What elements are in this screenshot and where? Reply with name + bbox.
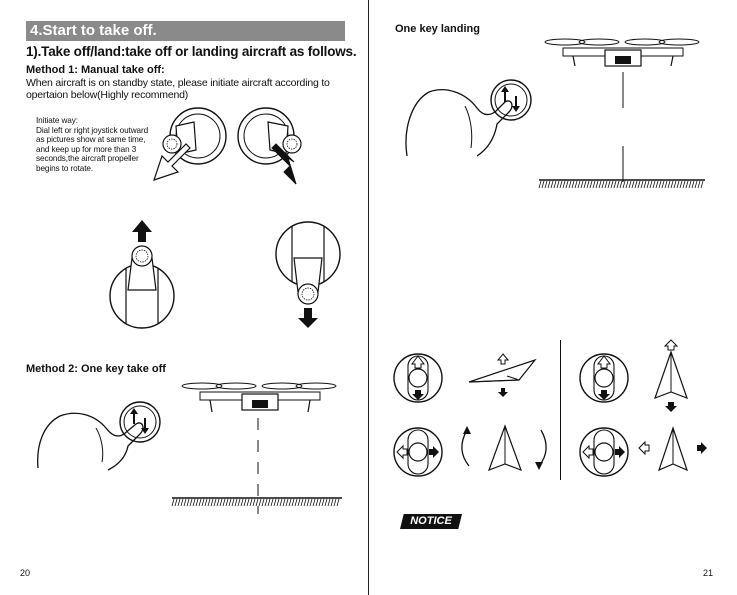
instruction-line: and keep up for more than 3: [36, 144, 137, 154]
drone-landing-illustration: [544, 38, 700, 182]
method1-text-line2: opertaion below(Highly recommend): [26, 89, 189, 101]
method2-title: Method 2: One key take off: [26, 363, 166, 375]
diagram-column-divider: [560, 340, 561, 480]
drone-takeoff-illustration: [181, 382, 337, 514]
joystick-down-illustration: [275, 221, 341, 328]
stick-vertical-illustration-2: [579, 353, 629, 403]
plane-yaw-illustration: [461, 424, 547, 472]
instruction-line: begins to rotate.: [36, 163, 94, 173]
right-joystick-outward-illustration: [237, 107, 302, 185]
stick-horizontal-illustration: [393, 427, 443, 477]
stick-horizontal-illustration-2: [579, 427, 629, 477]
joystick-up-illustration: [109, 220, 175, 329]
notice-badge: NOTICE: [400, 514, 462, 529]
stick-vertical-illustration: [393, 353, 443, 403]
plane-roll-illustration: [638, 426, 707, 472]
takeoff-land-subtitle: 1).Take off/land:take off or landing air…: [26, 44, 357, 59]
initiate-instructions: Initiate way: Dial left or right joystic…: [36, 116, 148, 174]
ground-line-landing: [538, 179, 705, 189]
hand-press-takeoff-illustration: [37, 401, 161, 471]
instruction-line: Dial left or right joystick outward: [36, 125, 149, 135]
instruction-line: Initiate way:: [36, 116, 78, 125]
left-page: 4.Start to take off. 1).Take off/land:ta…: [0, 0, 368, 595]
right-page: One key landing: [369, 0, 737, 595]
section-title-bar: 4.Start to take off.: [26, 21, 345, 41]
instruction-line: as pictures show at same time,: [36, 135, 146, 145]
ground-line-takeoff: [171, 497, 342, 507]
method1-text-line1: When aircraft is on standby state, pleas…: [26, 77, 330, 89]
plane-pitch-illustration: [468, 353, 537, 397]
left-joystick-outward-illustration: [153, 107, 227, 181]
one-key-landing-title: One key landing: [395, 23, 480, 35]
plane-throttle-illustration: [654, 339, 688, 412]
page-number: 21: [703, 568, 714, 578]
method1-title: Method 1: Manual take off:: [26, 64, 165, 76]
page-divider: [368, 0, 369, 595]
page-number: 20: [20, 568, 31, 578]
hand-press-landing-illustration: [405, 79, 532, 157]
instruction-line: seconds,the aircraft propeller: [36, 154, 139, 164]
